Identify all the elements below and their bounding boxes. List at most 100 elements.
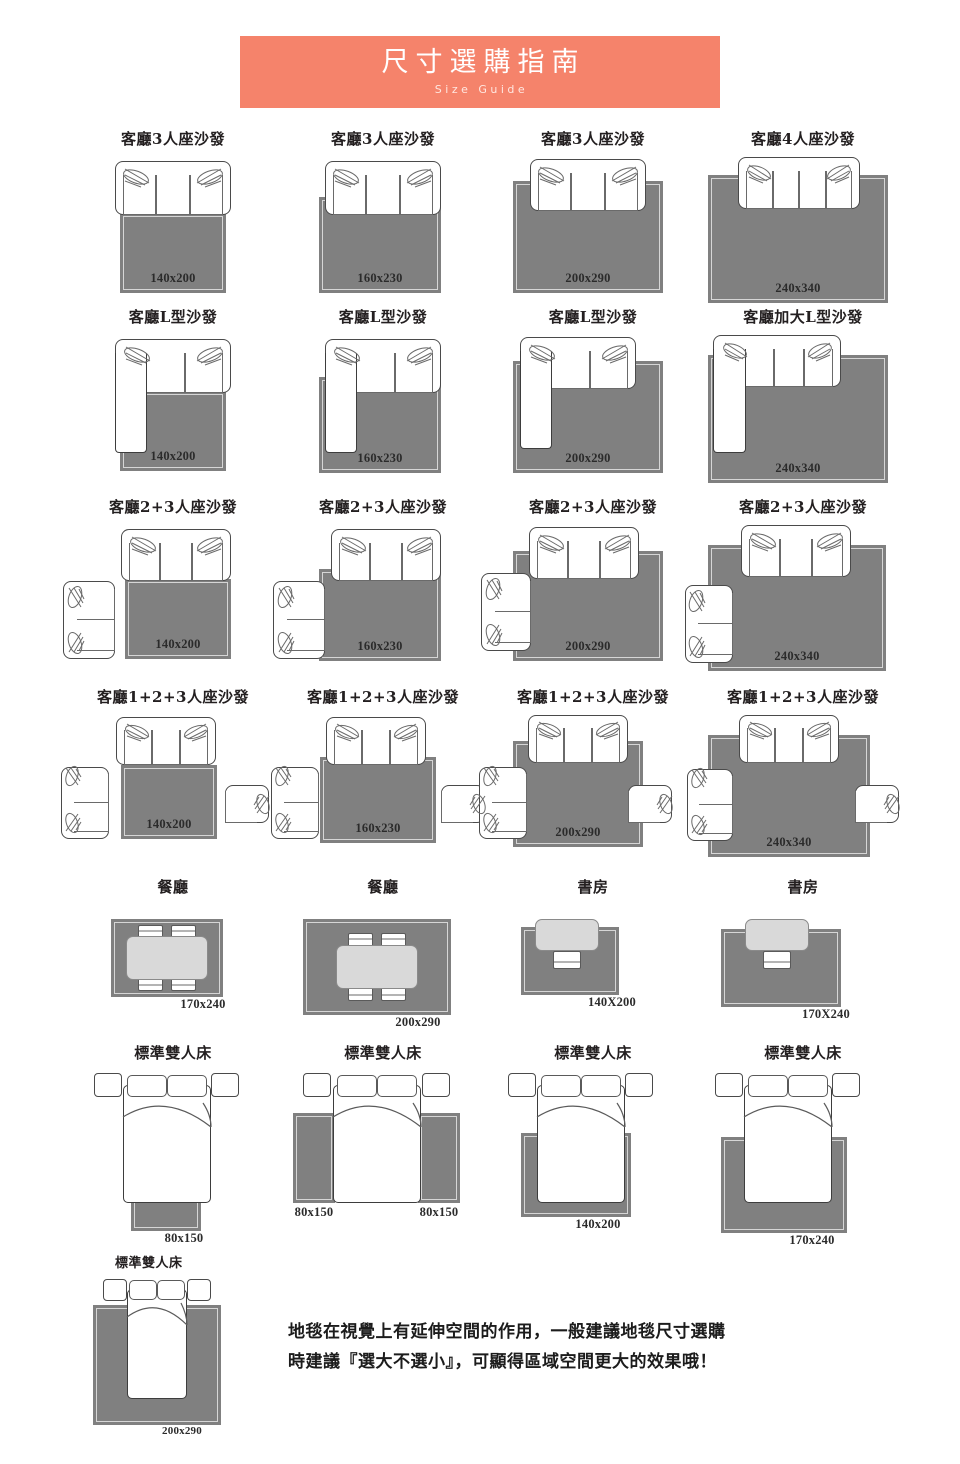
rug-size-label: 140x200 [575, 1217, 621, 1231]
rug-size-label: 200x290 [555, 825, 601, 839]
guide-cell-bed-140x200: 標準雙人床 140x200 [473, 1042, 713, 1249]
desk-chair [763, 951, 791, 969]
sofa-cushions [333, 175, 433, 215]
guide-cell-dining-200x290: 餐廳 200x290 [263, 876, 503, 1045]
note-line-1: 地毯在視覺上有延伸空間的作用，一般建議地毯尺寸選購 [288, 1322, 726, 1342]
guide-cell-4seat-240x340: 客廳4人座沙發 240x340 [683, 128, 923, 305]
cell-title: 標準雙人床 [554, 1044, 632, 1062]
pillow-right [788, 1075, 828, 1097]
nightstand-left [303, 1073, 331, 1097]
rug-size-label: 160x230 [357, 271, 403, 285]
cell-title: 客廳3人座沙發 [331, 130, 435, 148]
desk-chair [553, 951, 581, 969]
footer-note: 地毯在視覺上有延伸空間的作用，一般建議地毯尺寸選購 時建議『選大不選小』，可顯得… [288, 1318, 908, 1378]
diagram: 160x230 [263, 713, 503, 858]
pillow-left [748, 1075, 788, 1097]
guide-cell-2plus3-160x230: 客廳2+3人座沙發 160x230 [263, 496, 503, 673]
pillow-right [157, 1280, 185, 1300]
pillow-left [541, 1075, 581, 1097]
rug-size-label: 140x200 [146, 817, 192, 831]
cell-title: 客廳3人座沙發 [541, 130, 645, 148]
guide-cell-bed-200x290: 標準雙人床 200x290 [53, 1252, 293, 1447]
sofa-cushions [124, 730, 208, 765]
diagram: 80x150 [53, 1071, 293, 1246]
diagram: 170x240 [53, 905, 293, 1035]
rug-size-label: 140x200 [150, 271, 196, 285]
cell-title: 客廳L型沙發 [548, 308, 638, 326]
sofa-lshape-chaise [325, 353, 357, 453]
guide-cell-1plus2plus3-160x230: 客廳1+2+3人座沙發 160x230 [263, 686, 503, 858]
guide-cell-bed-80x150-sides: 標準雙人床 80x150 80x150 [263, 1042, 503, 1246]
guide-cell-1plus2plus3-200x290: 客廳1+2+3人座沙發 200x290 [473, 686, 713, 863]
sofa-cushions [123, 175, 223, 215]
rug-shape: 140x200 [125, 579, 231, 659]
desk [535, 919, 599, 951]
diagram: 140x200 [53, 155, 293, 295]
rug-size-label: 140X200 [588, 995, 636, 1009]
diagram: 140x200 [473, 1071, 713, 1249]
dining-table [336, 945, 418, 989]
diagram: 240x340 [683, 333, 923, 493]
diagram: 140x200 [53, 713, 293, 858]
rug-size-label: 170x240 [180, 997, 226, 1011]
rug-size-label: 200x290 [565, 639, 611, 653]
rug-size-label-left: 80x150 [294, 1205, 334, 1219]
sofa-2seat-cushions [698, 593, 733, 655]
guide-cell-3seat-200x290: 客廳3人座沙發 200x290 [473, 128, 713, 295]
rug-size-label: 240x340 [775, 461, 821, 475]
sofa-lshape-chaise [713, 349, 746, 453]
sofa-cushions [339, 543, 433, 581]
bed-mattress [333, 1085, 421, 1203]
cell-title: 客廳1+2+3人座沙發 [727, 688, 879, 706]
sofa-2seat-cushions [495, 581, 531, 643]
diagram: 200x290 [53, 1277, 293, 1447]
pillow-left [129, 1280, 157, 1300]
cell-title: 標準雙人床 [344, 1044, 422, 1062]
diagram: 240x340 [683, 523, 923, 683]
cell-title: 標準雙人床 [134, 1044, 212, 1062]
sofa-2seat-cushions [699, 776, 733, 834]
cell-title: 客廳2+3人座沙發 [739, 498, 867, 516]
guide-cell-dining-170x240: 餐廳 170x240 [53, 876, 293, 1035]
rug-size-label: 140x200 [155, 637, 201, 651]
sofa-lshape-chaise [520, 351, 552, 449]
cell-title: 標準雙人床 [764, 1044, 842, 1062]
bed-mattress [127, 1289, 187, 1399]
sofa-lshape-chaise [115, 353, 147, 453]
diagram: 160x230 [263, 155, 503, 295]
nightstand-left [715, 1073, 743, 1097]
sofa-2seat-cushions [284, 774, 319, 832]
sofa-cushions [746, 171, 852, 209]
rug-size-label: 200x290 [162, 1425, 202, 1437]
pillow-right [167, 1075, 207, 1097]
sofa-cushions [334, 730, 418, 765]
guide-cell-lsofa-140x200: 客廳L型沙發 140x200 [53, 306, 293, 483]
armchair-cushion [441, 791, 473, 823]
cell-title: 書房 [787, 878, 819, 896]
armchair-cushion [628, 791, 660, 823]
sofa-cushions [129, 543, 223, 581]
diagram: 240x340 [683, 713, 923, 868]
diagram: 240x340 [683, 155, 923, 305]
nightstand-right [422, 1073, 450, 1097]
nightstand-right [211, 1073, 239, 1097]
guide-cell-study-170x240: 書房 170X240 [683, 876, 923, 1045]
cell-title: 餐廳 [157, 878, 189, 896]
cell-title: 客廳1+2+3人座沙發 [517, 688, 669, 706]
sofa-cushions [551, 351, 628, 389]
cell-title: 客廳2+3人座沙發 [319, 498, 447, 516]
guide-cell-lsofa-200x290: 客廳L型沙發 200x290 [473, 306, 713, 488]
sofa-2seat-cushions [287, 589, 325, 651]
nightstand-right [832, 1073, 860, 1097]
sofa-2seat-cushions [74, 774, 109, 832]
cell-title: 餐廳 [367, 878, 399, 896]
diagram: 200x290 [473, 523, 713, 678]
diagram: 200x290 [473, 155, 713, 295]
header-banner: 尺寸選購指南 Size Guide [240, 36, 720, 108]
rug-shape: 160x230 [319, 569, 441, 661]
diagram: 200x290 [473, 333, 713, 488]
cell-title: 客廳2+3人座沙發 [109, 498, 237, 516]
page-subtitle: Size Guide [434, 82, 529, 96]
guide-cell-3seat-140x200: 客廳3人座沙發 140x200 [53, 128, 293, 295]
